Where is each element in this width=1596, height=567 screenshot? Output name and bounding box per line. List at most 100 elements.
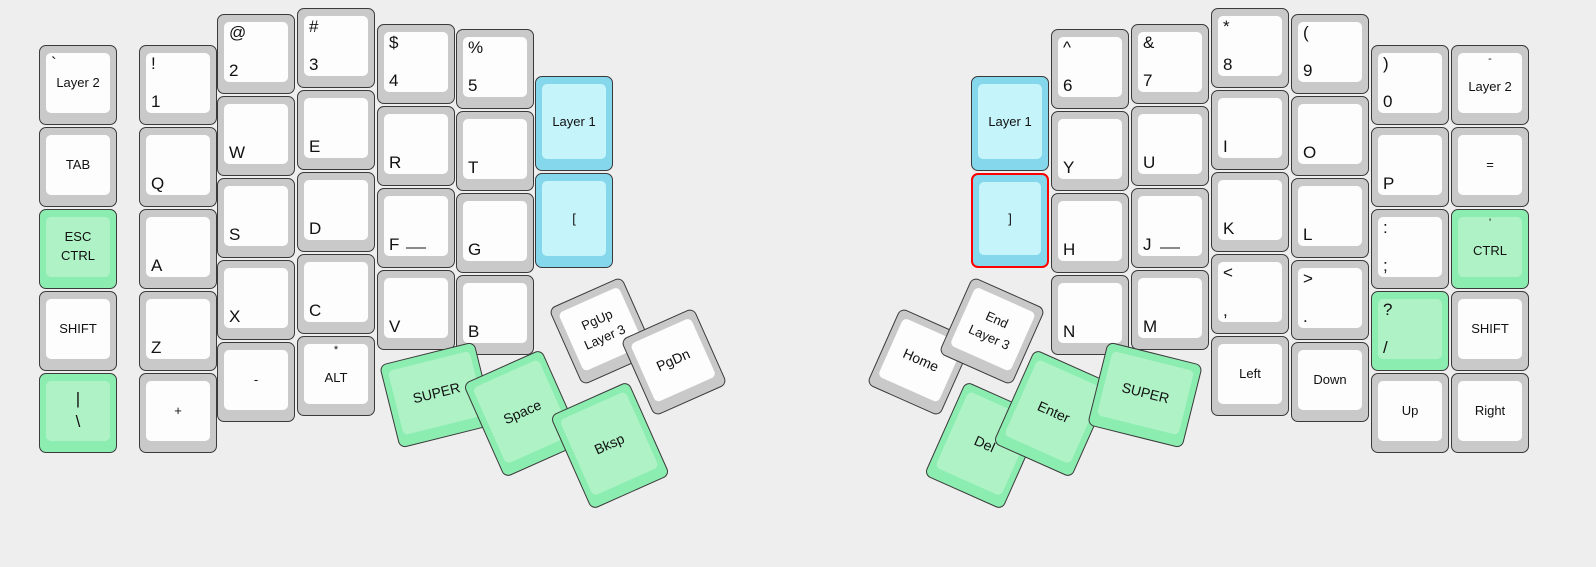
key-left-w[interactable]: W <box>217 96 295 176</box>
key-right-period[interactable]: >. <box>1291 260 1369 340</box>
key-right-0[interactable]: )0 <box>1371 45 1449 125</box>
key-left-3[interactable]: #3 <box>297 8 375 88</box>
key-left-bracket-open[interactable]: [ <box>535 173 613 268</box>
key-right-n[interactable]: N <box>1051 275 1129 355</box>
legend-primary-left-g: G <box>468 240 482 260</box>
key-right-o[interactable]: O <box>1291 96 1369 176</box>
key-left-z[interactable]: Z <box>139 291 217 371</box>
keycap-right-equal: = <box>1458 135 1522 195</box>
key-right-semicolon[interactable]: :; <box>1371 209 1449 289</box>
key-left-layer1[interactable]: Layer 1 <box>535 76 613 171</box>
key-right-minus-layer2[interactable]: -Layer 2 <box>1451 45 1529 125</box>
key-left-esc-ctrl[interactable]: ESC CTRL <box>39 209 117 289</box>
key-left-e[interactable]: E <box>297 90 375 170</box>
key-right-equal[interactable]: = <box>1451 127 1529 207</box>
key-right-9[interactable]: (9 <box>1291 14 1369 94</box>
keycap-left-grave-layer2: `Layer 2 <box>46 53 110 113</box>
keycap-right-right: Right <box>1458 381 1522 441</box>
keycap-left-tab: TAB <box>46 135 110 195</box>
keycap-left-f: F <box>384 196 448 256</box>
legend-primary-left-s: S <box>229 225 241 245</box>
key-left-c[interactable]: C <box>297 254 375 334</box>
legend-primary-right-0: 0 <box>1383 92 1393 112</box>
keycap-left-3: #3 <box>304 16 368 76</box>
legend-primary-right-6: 6 <box>1063 76 1073 96</box>
legend-shifted-left-3: # <box>309 17 319 36</box>
key-right-quote-ctrl[interactable]: 'CTRL <box>1451 209 1529 289</box>
key-right-y[interactable]: Y <box>1051 111 1129 191</box>
key-right-u[interactable]: U <box>1131 106 1209 186</box>
legend-primary-right-left: Left <box>1239 366 1261 382</box>
key-right-bracket-close[interactable]: ] <box>971 173 1049 268</box>
key-right-k[interactable]: K <box>1211 172 1289 252</box>
key-right-slash[interactable]: ?/ <box>1371 291 1449 371</box>
legend-primary-right-end-layer3: End Layer 3 <box>966 308 1013 353</box>
key-left-5[interactable]: %5 <box>456 29 534 109</box>
keycap-left-4: $4 <box>384 32 448 92</box>
legend-shifted-right-quote-ctrl: ' <box>1488 217 1492 229</box>
key-left-shift[interactable]: SHIFT <box>39 291 117 371</box>
legend-shifted-right-minus-layer2: - <box>1488 53 1492 65</box>
key-left-plus[interactable]: + <box>139 373 217 453</box>
keycap-right-bracket-close: ] <box>979 182 1041 255</box>
legend-primary-right-semicolon: ; <box>1383 256 1388 276</box>
legend-primary-right-n: N <box>1063 322 1076 342</box>
key-left-s[interactable]: S <box>217 178 295 258</box>
key-right-i[interactable]: I <box>1211 90 1289 170</box>
legend-shifted-right-6: ^ <box>1063 38 1071 57</box>
key-left-tab[interactable]: TAB <box>39 127 117 207</box>
key-left-q[interactable]: Q <box>139 127 217 207</box>
legend-primary-right-comma: , <box>1223 301 1228 321</box>
legend-primary-right-slash: / <box>1383 338 1388 358</box>
key-right-6[interactable]: ^6 <box>1051 29 1129 109</box>
key-left-b[interactable]: B <box>456 275 534 355</box>
legend-primary-left-1: 1 <box>151 92 161 112</box>
key-right-left[interactable]: Left <box>1211 336 1289 416</box>
legend-primary-left-plus: + <box>174 403 182 419</box>
key-left-v[interactable]: V <box>377 270 455 350</box>
key-right-shift[interactable]: SHIFT <box>1451 291 1529 371</box>
key-left-grave-layer2[interactable]: `Layer 2 <box>39 45 117 125</box>
key-left-2[interactable]: @2 <box>217 14 295 94</box>
key-right-up[interactable]: Up <box>1371 373 1449 453</box>
key-right-m[interactable]: M <box>1131 270 1209 350</box>
key-right-h[interactable]: H <box>1051 193 1129 273</box>
legend-primary-right-p: P <box>1383 174 1395 194</box>
key-right-8[interactable]: *8 <box>1211 8 1289 88</box>
keycap-right-period: >. <box>1298 268 1362 328</box>
key-left-4[interactable]: $4 <box>377 24 455 104</box>
key-left-a[interactable]: A <box>139 209 217 289</box>
key-right-right[interactable]: Right <box>1451 373 1529 453</box>
keycap-right-up: Up <box>1378 381 1442 441</box>
keycap-left-minus: - <box>224 350 288 410</box>
key-right-p[interactable]: P <box>1371 127 1449 207</box>
key-left-g[interactable]: G <box>456 193 534 273</box>
key-left-x[interactable]: X <box>217 260 295 340</box>
key-right-l[interactable]: L <box>1291 178 1369 258</box>
legend-primary-left-pipe-backslash: | \ <box>75 389 81 431</box>
key-left-minus[interactable]: - <box>217 342 295 422</box>
key-right-j[interactable]: J <box>1131 188 1209 268</box>
legend-primary-right-8: 8 <box>1223 55 1233 75</box>
key-right-layer1[interactable]: Layer 1 <box>971 76 1049 171</box>
key-left-t[interactable]: T <box>456 111 534 191</box>
key-right-super[interactable]: SUPER <box>1087 341 1203 449</box>
legend-primary-left-d: D <box>309 219 322 239</box>
keycap-left-x: X <box>224 268 288 328</box>
key-left-d[interactable]: D <box>297 172 375 252</box>
key-right-down[interactable]: Down <box>1291 342 1369 422</box>
key-left-alt[interactable]: *ALT <box>297 336 375 416</box>
key-right-comma[interactable]: <, <box>1211 254 1289 334</box>
key-right-7[interactable]: &7 <box>1131 24 1209 104</box>
legend-primary-left-alt: ALT <box>324 369 348 385</box>
key-left-f[interactable]: F <box>377 188 455 268</box>
key-left-pipe-backslash[interactable]: | \ <box>39 373 117 453</box>
legend-primary-right-m: M <box>1143 317 1158 337</box>
key-left-1[interactable]: !1 <box>139 45 217 125</box>
key-left-r[interactable]: R <box>377 106 455 186</box>
legend-primary-left-shift: SHIFT <box>59 321 97 337</box>
